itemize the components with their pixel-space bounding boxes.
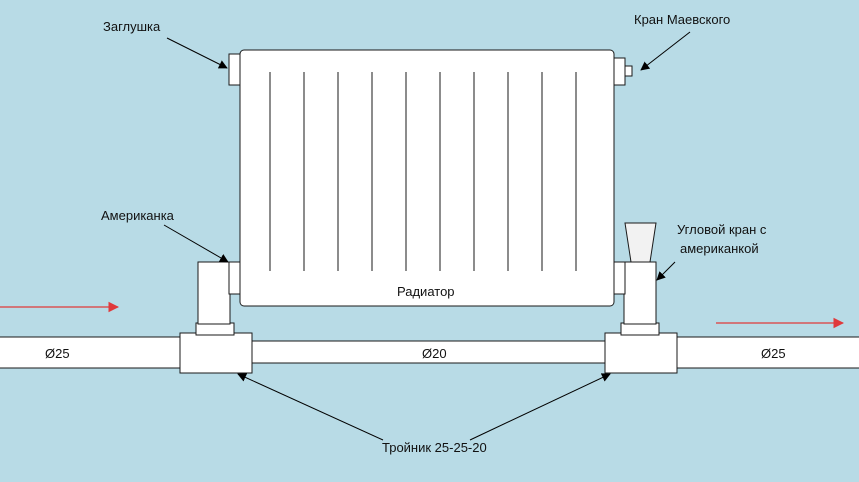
pointer-tee-right	[469, 373, 611, 441]
label-tee: Тройник 25-25-20	[382, 440, 487, 455]
pointer-union	[163, 224, 229, 263]
label-radiator: Радиатор	[397, 284, 455, 299]
pointer-angle-valve	[656, 261, 676, 281]
pipe-right-d25	[675, 336, 859, 369]
pointer-mayevsky	[640, 31, 691, 71]
pipe-left-d25	[0, 336, 183, 369]
plug-cap	[228, 53, 242, 86]
mayevsky-valve-body	[612, 57, 626, 86]
mayevsky-valve-screw-icon	[624, 65, 633, 77]
label-angle-valve-2: американкой	[680, 241, 759, 256]
left-riser	[197, 261, 242, 325]
right-riser	[612, 222, 657, 325]
tee-right	[604, 322, 678, 374]
label-pipe-middle: Ø20	[422, 346, 447, 361]
label-pipe-left: Ø25	[45, 346, 70, 361]
label-pipe-right: Ø25	[761, 346, 786, 361]
radiator-fins	[269, 72, 577, 271]
radiator-body	[239, 49, 615, 307]
pointer-tee-left	[237, 373, 384, 441]
label-union: Американка	[101, 208, 175, 223]
label-mayevsky-valve: Кран Маевского	[634, 12, 730, 27]
pointer-plug	[166, 37, 228, 69]
angle-valve-handle-icon	[624, 222, 657, 263]
label-plug: Заглушка	[103, 19, 161, 34]
tee-left	[179, 322, 253, 374]
label-angle-valve-1: Угловой кран с	[677, 222, 767, 237]
